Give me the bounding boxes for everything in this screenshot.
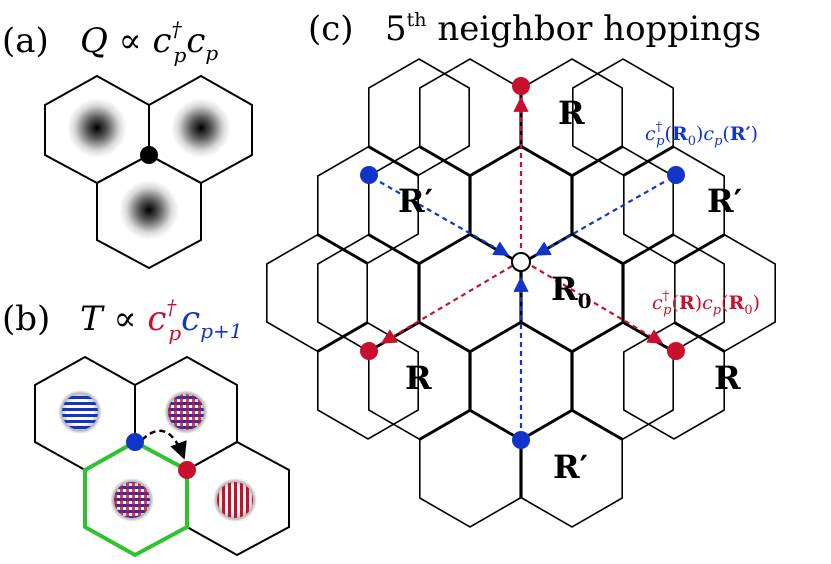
panel-c-label: (c)	[308, 9, 354, 49]
panel-a-title: Q ∝ c†pcp	[80, 17, 218, 67]
panel-b-title: T ∝ c†pcp+1	[80, 295, 243, 345]
orbital-mixed	[110, 478, 154, 522]
hop-label-red: c†p(R)cp(R0)	[652, 289, 760, 318]
hexagon	[316, 322, 420, 440]
cell-label-R: R	[714, 359, 741, 397]
site-red	[178, 461, 196, 479]
site-blue	[360, 166, 378, 184]
orbital-mixed	[164, 390, 208, 434]
density-blob	[67, 98, 127, 158]
site-red	[512, 77, 530, 95]
density-blob	[119, 180, 179, 240]
hop-label-blue: c†p(R0)cp(R′)	[645, 120, 758, 149]
hexagon	[418, 234, 522, 352]
panel-c-title: 5th neighbor hoppings	[385, 9, 761, 49]
orbital-vertical	[213, 478, 257, 522]
cell-label-Rprime: R′	[398, 182, 433, 220]
hexagon	[571, 58, 675, 176]
panel-a: (a) Q ∝ c†pcp	[2, 17, 253, 270]
blue-hop-arrow	[534, 181, 665, 256]
vertex-site	[140, 146, 158, 164]
site-blue	[512, 431, 530, 449]
cell-label-Rprime: R′	[707, 182, 742, 220]
hexagon	[367, 58, 471, 176]
cell-label-R0: R0	[551, 270, 592, 313]
hexagon	[622, 322, 726, 440]
site-blue	[126, 433, 144, 451]
hexagon	[673, 234, 777, 352]
cell-label-R: R	[405, 359, 432, 397]
panel-c: (c) 5th neighbor hoppings R R R R′ R′ R′…	[265, 9, 777, 528]
origin-site	[511, 252, 531, 272]
cell-label-Rprime: R′	[553, 448, 588, 486]
blue-hop-arrow	[379, 181, 510, 256]
panel-b: (b) T ∝ c†pcp+1	[2, 295, 290, 558]
hexagon	[418, 410, 522, 528]
hexagon	[622, 146, 726, 264]
hopping-arrows	[379, 96, 665, 428]
panel-b-label: (b)	[2, 299, 50, 339]
hop-arrow	[141, 429, 187, 460]
red-hop-arrow	[380, 265, 513, 344]
site-red	[360, 342, 378, 360]
hexagon	[265, 234, 369, 352]
site-blue	[667, 166, 685, 184]
density-blob	[171, 98, 231, 158]
panel-a-label: (a)	[2, 21, 49, 61]
orbital-horizontal	[58, 390, 102, 434]
hexagon	[316, 146, 420, 264]
cell-label-R: R	[558, 94, 585, 132]
site-red	[667, 342, 685, 360]
red-hop-arrow	[531, 265, 664, 344]
